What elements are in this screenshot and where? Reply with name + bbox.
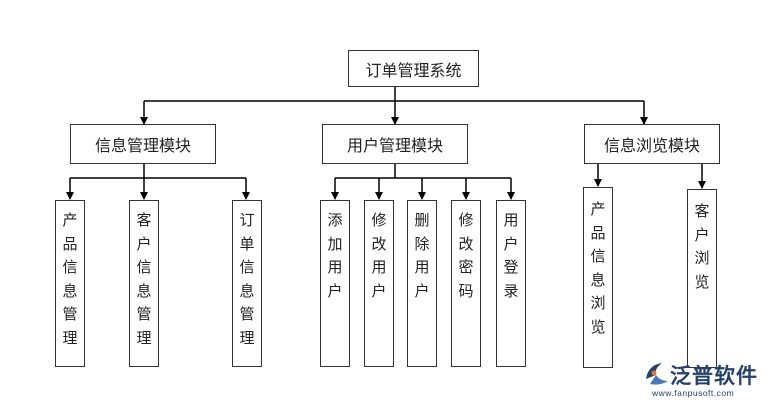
item-label-char: 理 <box>62 328 78 347</box>
item-product-info-browse: 产品信息浏览 <box>583 187 613 368</box>
item-label-char: 改 <box>371 234 387 253</box>
item-label-char: 用 <box>371 258 387 276</box>
item-label-char: 信 <box>239 258 255 276</box>
item-label-char: 除 <box>414 234 430 253</box>
root-node: 订单管理系统 <box>348 50 479 87</box>
item-label-char: 客 <box>694 202 710 220</box>
item-label-char: 息 <box>62 281 78 300</box>
item-label: 产品信息浏览 <box>584 198 612 339</box>
item-add-user: 添加用户 <box>320 200 350 367</box>
module-info-browse: 信息浏览模块 <box>584 124 720 164</box>
item-label-char: 息 <box>590 270 606 289</box>
brand-logo-icon <box>646 363 668 385</box>
item-label-char: 修 <box>458 211 474 229</box>
item-label: 修改密码 <box>452 209 480 303</box>
item-label-char: 户 <box>414 281 430 300</box>
item-label-char: 管 <box>62 305 78 323</box>
brand-watermark: 泛普软件 www.fanpusoft.com <box>640 358 765 402</box>
item-label-char: 订 <box>239 211 255 229</box>
item-label-char: 用 <box>327 258 343 276</box>
item-label-char: 信 <box>62 258 78 276</box>
item-user-login: 用户登录 <box>496 200 526 367</box>
item-label-char: 户 <box>694 225 710 244</box>
item-label-char: 码 <box>458 281 474 300</box>
item-label-char: 览 <box>590 317 606 336</box>
item-customer-info-management: 客户信息管理 <box>129 200 159 367</box>
item-label-char: 信 <box>136 258 152 276</box>
module-user-management: 用户管理模块 <box>322 124 468 164</box>
root-label: 订单管理系统 <box>365 60 462 80</box>
brand-name: 泛普软件 <box>670 364 758 388</box>
item-label: 修改用户 <box>365 209 393 303</box>
brand-url: www.fanpusoft.com <box>652 388 735 398</box>
item-label-char: 录 <box>503 281 519 300</box>
module-label: 用户管理模块 <box>346 136 443 155</box>
item-label: 用户登录 <box>497 209 525 303</box>
item-label-char: 浏 <box>694 249 710 267</box>
item-label-char: 户 <box>371 281 387 300</box>
item-delete-user: 删除用户 <box>407 200 437 367</box>
module-label: 信息管理模块 <box>94 136 191 155</box>
item-label: 添加用户 <box>321 209 349 303</box>
item-label: 订单信息管理 <box>233 209 261 350</box>
item-label-char: 产 <box>590 200 606 218</box>
item-modify-user: 修改用户 <box>364 200 394 367</box>
item-label-char: 息 <box>136 281 152 300</box>
item-label-char: 户 <box>503 234 519 253</box>
item-label-char: 产 <box>62 211 78 229</box>
item-product-info-management: 产品信息管理 <box>55 200 85 367</box>
item-label-char: 品 <box>62 234 78 253</box>
item-label-char: 修 <box>371 211 387 229</box>
item-label: 客户信息管理 <box>130 209 158 350</box>
item-label-char: 登 <box>503 258 519 276</box>
item-label-char: 理 <box>239 328 255 347</box>
item-label-char: 理 <box>136 328 152 347</box>
item-label-char: 息 <box>239 281 255 300</box>
item-label-char: 管 <box>136 305 152 323</box>
item-label-char: 添 <box>327 211 343 229</box>
item-label-char: 单 <box>239 234 255 253</box>
item-customer-browse: 客户浏览 <box>687 189 717 368</box>
item-label: 客户浏览 <box>688 200 716 294</box>
item-label-char: 览 <box>694 272 710 291</box>
item-label-char: 用 <box>414 258 430 276</box>
item-label-char: 浏 <box>590 294 606 312</box>
module-label: 信息浏览模块 <box>603 136 700 155</box>
item-label-char: 户 <box>136 234 152 253</box>
item-label-char: 户 <box>327 281 343 300</box>
item-order-info-management: 订单信息管理 <box>232 200 262 367</box>
item-label-char: 加 <box>327 234 343 253</box>
item-label-char: 品 <box>590 223 606 242</box>
item-label-char: 客 <box>136 211 152 229</box>
item-label-char: 密 <box>458 258 474 276</box>
item-label-char: 用 <box>503 211 519 229</box>
item-label: 产品信息管理 <box>56 209 84 350</box>
item-label-char: 改 <box>458 234 474 253</box>
item-label: 删除用户 <box>408 209 436 303</box>
item-label-char: 删 <box>414 211 430 229</box>
item-modify-password: 修改密码 <box>451 200 481 367</box>
item-label-char: 信 <box>590 247 606 265</box>
module-info-management: 信息管理模块 <box>70 124 216 164</box>
item-label-char: 管 <box>239 305 255 323</box>
